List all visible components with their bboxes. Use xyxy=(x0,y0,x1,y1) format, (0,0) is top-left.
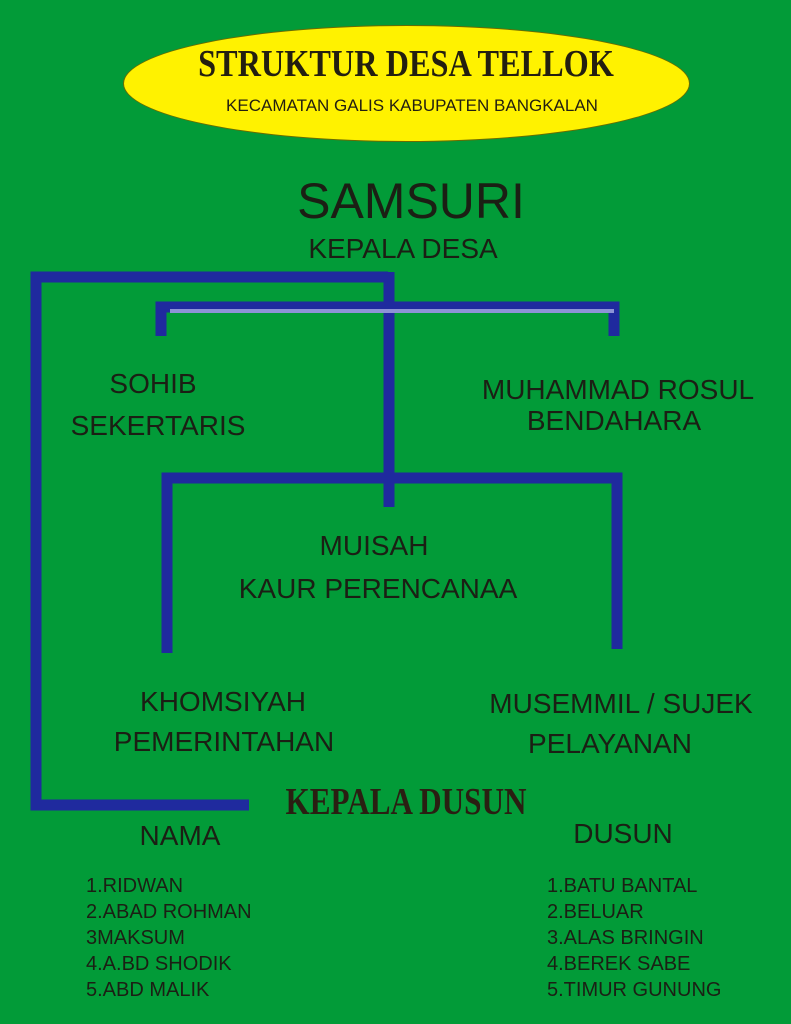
list-item: 1.BATU BANTAL xyxy=(547,875,698,897)
list-item: 5.TIMUR GUNUNG xyxy=(547,979,722,1001)
staff-bracket xyxy=(161,472,623,653)
list-item: 4.A.BD SHODIK xyxy=(86,953,232,975)
name-column-header: NAMA xyxy=(139,820,221,851)
title-banner xyxy=(123,25,690,142)
planning-role: KAUR PERENCANAA xyxy=(238,573,518,604)
list-item: 5.ABD MALIK xyxy=(86,979,210,1001)
secretary-name: SOHIB xyxy=(109,368,197,399)
page-subtitle: KECAMATAN GALIS KABUPATEN BANGKALAN xyxy=(226,96,598,115)
treasurer-name: MUHAMMAD ROSUL xyxy=(481,374,755,405)
secretary-role: SEKERTARIS xyxy=(70,410,246,441)
kepala-dusun-connector xyxy=(30,271,388,811)
secretary-treasurer-bracket xyxy=(155,301,620,336)
name-list: 1.RIDWAN 2.ABAD ROHMAN 3MAKSUM 4.A.BD SH… xyxy=(86,873,252,1003)
list-item: 3.ALAS BRINGIN xyxy=(547,927,704,949)
government-role: PEMERINTAHAN xyxy=(113,726,335,757)
dusun-list: 1.BATU BANTAL 2.BELUAR 3.ALAS BRINGIN 4.… xyxy=(547,873,721,1003)
planning-name: MUISAH xyxy=(319,530,429,561)
service-name: MUSEMMIL / SUJEK xyxy=(489,688,753,719)
kepala-dusun-title: KEPALA DUSUN xyxy=(285,781,527,823)
page-title: STRUKTUR DESA TELLOK xyxy=(198,43,614,85)
government-name: KHOMSIYAH xyxy=(140,686,306,717)
list-item: 2.BELUAR xyxy=(547,901,644,923)
treasurer-role: BENDAHARA xyxy=(526,405,702,436)
list-item: 3MAKSUM xyxy=(86,927,185,949)
list-item: 1.RIDWAN xyxy=(86,875,184,897)
list-item: 2.ABAD ROHMAN xyxy=(86,901,252,923)
dusun-column-header: DUSUN xyxy=(573,818,673,849)
service-role: PELAYANAN xyxy=(528,728,692,759)
head-name: SAMSURI xyxy=(297,173,525,229)
list-item: 4.BEREK SABE xyxy=(547,953,691,975)
head-role: KEPALA DESA xyxy=(308,233,498,264)
